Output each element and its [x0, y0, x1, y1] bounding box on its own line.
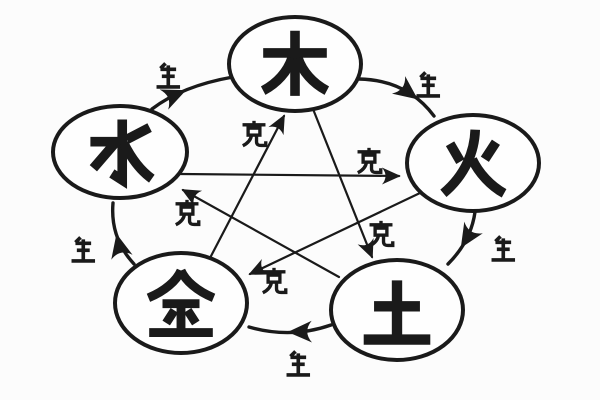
edge-generating-wood-fire [357, 71, 442, 118]
edge-generating-metal-water [69, 201, 136, 266]
edge-generating-earth-metal [247, 320, 333, 377]
node-wood [227, 15, 363, 113]
arrow-line [179, 172, 401, 178]
arrow-line [181, 188, 341, 279]
sheng-label [414, 71, 442, 98]
edge-generating-water-wood [150, 62, 235, 111]
arrowhead-icon [159, 80, 191, 110]
arrowhead-icon [391, 76, 425, 109]
ke-label [173, 199, 201, 227]
ke-label [367, 220, 395, 248]
arrowhead-icon [268, 110, 293, 136]
arrow-line [248, 191, 422, 276]
node-earth [329, 258, 465, 362]
sheng-label [154, 62, 182, 89]
arrow-line [150, 75, 235, 111]
ke-label [355, 147, 383, 175]
node-water [51, 104, 189, 200]
node-fire [405, 113, 541, 213]
edge-overcoming-earth-water [173, 181, 341, 279]
node-metal [113, 251, 249, 355]
ke-label [240, 120, 268, 148]
edge-overcoming-metal-wood [208, 110, 293, 260]
edge-generating-fire-earth [446, 210, 517, 266]
sheng-label [284, 350, 312, 377]
arrowhead-icon [451, 221, 483, 254]
arrow-line [311, 107, 374, 259]
ke-label [260, 267, 288, 295]
sheng-label [69, 236, 97, 263]
edge-overcoming-water-fire [179, 147, 401, 185]
edge-overcoming-fire-metal [244, 191, 422, 295]
sheng-label [489, 235, 517, 262]
edge-overcoming-wood-earth [311, 107, 395, 262]
arrow-line [208, 114, 286, 260]
